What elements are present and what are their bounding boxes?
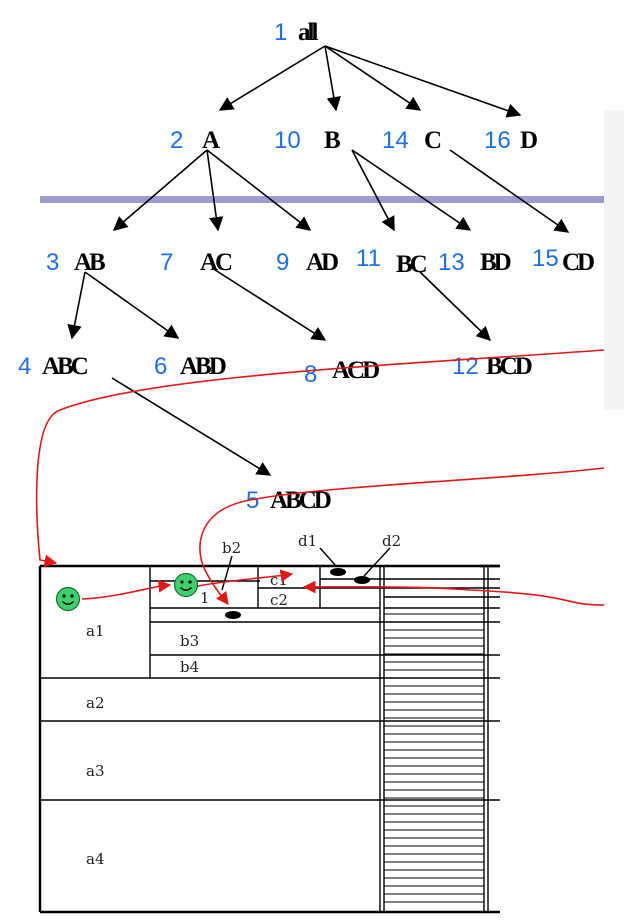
edge-AB-ABC — [67, 271, 86, 340]
label-b3: b3 — [180, 632, 199, 650]
node-label-D: D — [520, 127, 537, 154]
label-b1-fragment: 1 — [200, 589, 210, 607]
node-label-AB: AB — [74, 249, 105, 276]
node-num-7: 7 — [160, 249, 173, 276]
node-num-2: 2 — [170, 127, 183, 154]
node-label-ABD: ABD — [180, 353, 226, 380]
lattice-nodes: 1 all 2 A 10 B 14 C 16 D 3 AB 7 AC 9 AD … — [18, 19, 597, 514]
edge-all-A — [218, 45, 326, 111]
node-num-11: 11 — [356, 245, 381, 272]
node-num-13: 13 — [438, 249, 465, 276]
node-label-B: B — [324, 127, 340, 154]
d2-dot — [354, 576, 370, 584]
separator-bar — [40, 196, 610, 203]
node-label-all: all — [298, 19, 318, 46]
label-a1: a1 — [86, 622, 105, 640]
node-label-BD: BD — [480, 249, 511, 276]
node-num-4: 4 — [18, 353, 31, 380]
node-num-3: 3 — [46, 249, 59, 276]
edge-C-CD — [449, 149, 570, 233]
node-num-5: 5 — [246, 487, 259, 514]
node-num-6: 6 — [154, 353, 167, 380]
edge-B-BC — [351, 149, 395, 232]
node-label-AC: AC — [200, 249, 232, 276]
edge-all-C — [324, 45, 422, 111]
node-num-10: 10 — [274, 127, 301, 154]
label-d2: d2 — [382, 532, 401, 550]
label-c2: c2 — [270, 591, 288, 609]
node-num-12: 12 — [452, 353, 479, 380]
node-label-ABC: ABC — [42, 353, 88, 380]
edge-all-D — [324, 45, 522, 118]
smiley-icon — [55, 586, 81, 612]
label-d1: d1 — [298, 532, 317, 550]
edge-A-AB — [112, 149, 208, 231]
smiley-icon — [173, 572, 199, 598]
node-num-14: 14 — [382, 127, 409, 154]
slide-edge — [604, 110, 624, 410]
partition-table: b2 d1 d2 c1 c2 1 a1 b3 b4 a2 a3 a4 — [38, 532, 500, 914]
edge-A-AD — [206, 149, 312, 231]
edge-all-B — [324, 45, 341, 112]
label-b2: b2 — [222, 539, 241, 557]
edge-BC-BCD — [419, 271, 492, 342]
edge-AC-ACD — [211, 267, 327, 341]
node-label-ACD: ACD — [332, 357, 379, 384]
lattice-edges — [67, 45, 570, 476]
edge-A-AC — [206, 149, 224, 232]
edge-B-BD — [351, 149, 472, 231]
label-a3: a3 — [86, 762, 105, 780]
node-num-9: 9 — [276, 249, 289, 276]
node-label-AD: AD — [306, 249, 338, 276]
node-num-15: 15 — [532, 245, 559, 272]
node-label-ABCD: ABCD — [270, 487, 331, 514]
node-label-BC: BC — [396, 251, 427, 278]
label-c1: c1 — [270, 571, 288, 589]
node-label-C: C — [424, 127, 441, 154]
traversal-path — [35, 349, 605, 606]
node-num-16: 16 — [484, 127, 511, 154]
edge-AB-ABD — [84, 271, 180, 339]
b1-dot — [225, 611, 241, 619]
hatched-column — [384, 613, 484, 903]
node-label-CD: CD — [562, 249, 594, 276]
node-num-1: 1 — [274, 19, 287, 46]
node-num-8: 8 — [304, 361, 317, 388]
node-label-A: A — [202, 127, 220, 154]
label-b4: b4 — [180, 658, 199, 676]
label-a4: a4 — [86, 850, 105, 868]
label-a2: a2 — [86, 694, 105, 712]
d1-dot — [330, 568, 346, 576]
edge-ABC-ABCD — [111, 377, 272, 476]
